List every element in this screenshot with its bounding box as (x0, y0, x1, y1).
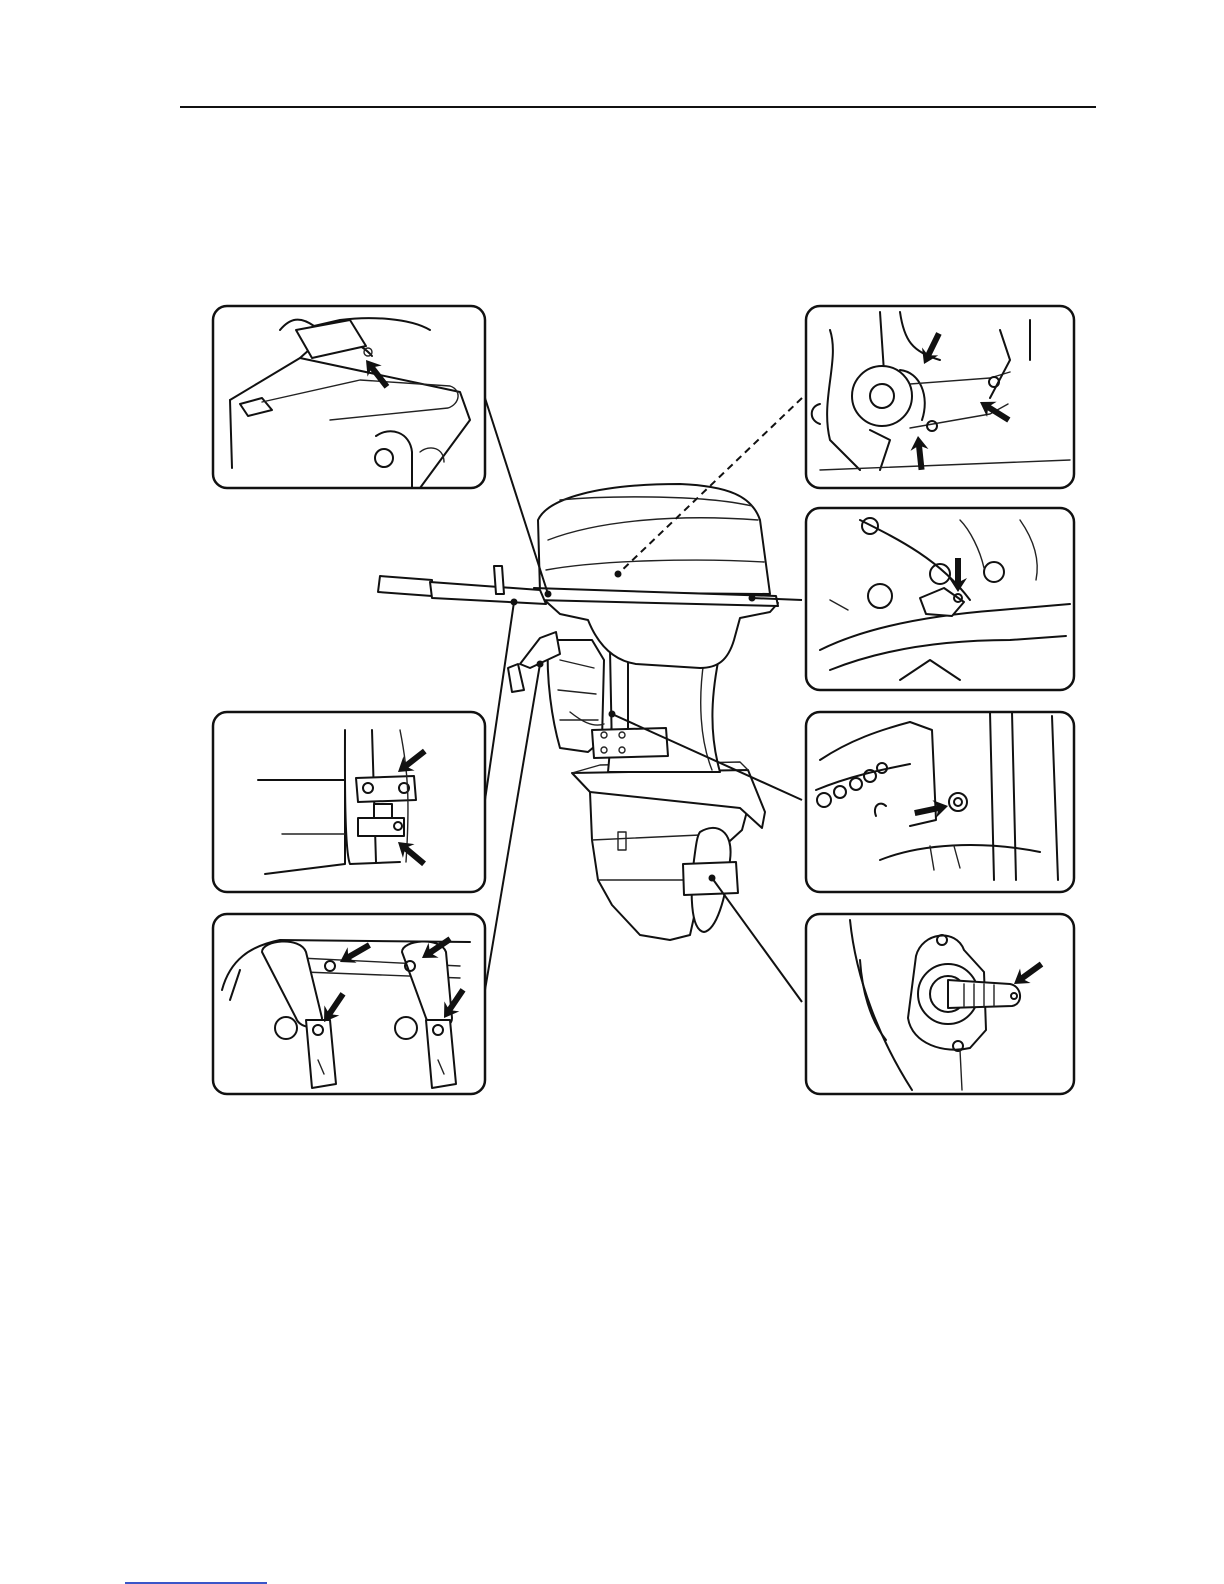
propeller-shaft-detail (806, 914, 1074, 1094)
tiller-knob (494, 566, 504, 594)
tiller-arm (430, 582, 546, 604)
tilt-grease-nipple-detail (806, 712, 1074, 892)
clamp-bracket-detail (213, 914, 485, 1094)
throttle-link-detail (806, 306, 1074, 488)
tiller-grip (378, 576, 432, 596)
bracket-pivot-detail (213, 712, 485, 892)
tiller-handle-detail (213, 306, 485, 488)
cowling-lever-detail (806, 508, 1074, 690)
